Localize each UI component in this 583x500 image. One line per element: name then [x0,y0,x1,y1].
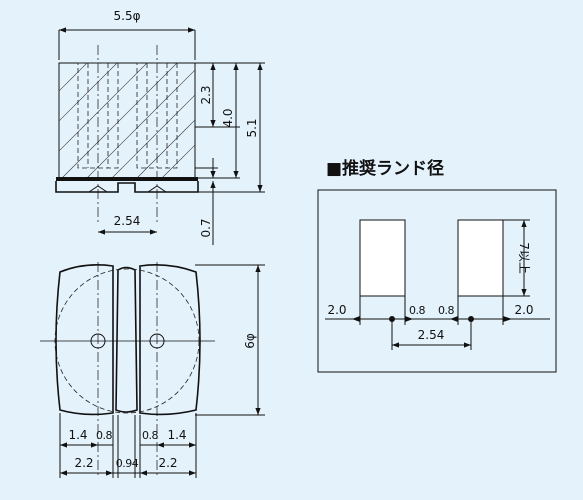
land-pattern: ■推奨ランド径 7以上 2.0 0.8 0.8 2.0 2.54 [317,158,557,373]
bottom-center-part [115,266,138,413]
inner-left-label: 0.8 [409,304,425,317]
land-pad-right [457,219,504,297]
hidden-pin-right [136,62,178,169]
dim-total-height: 5.1 [245,118,259,137]
hidden-pin-left [77,62,119,169]
front-diameter-label: 5.5φ [114,9,141,23]
bottom-right-body [139,264,201,416]
terminal-right [147,185,167,193]
bottom-left-body [55,264,114,416]
dim-base-gap: 0.7 [199,218,213,237]
right-width-label: 1.4 [167,428,186,442]
left-total-label: 2.2 [74,456,93,470]
land-pad-left [359,219,406,297]
body-hatching [59,63,195,178]
front-pitch-label: 2.54 [114,214,141,228]
base-plate [56,177,198,181]
pad-center-right [468,316,474,322]
pin-hole-left [90,333,106,349]
land-pattern-title: ■推奨ランド径 [326,158,444,179]
left-gap-label: 0.8 [96,429,112,442]
dim-top-height: 2.3 [199,85,213,104]
pin-hole-right [149,333,165,349]
bottom-view: 6φ 1.4 0.8 0.8 1.4 2.2 0.94 2.2 [40,262,265,478]
front-view: 5.5φ [55,9,265,245]
bottom-diameter-label: 6φ [243,333,257,349]
outer-left-label: 2.0 [327,303,346,317]
right-gap-label: 0.8 [142,429,158,442]
terminal-left [88,185,108,193]
base-outline [55,181,199,193]
pad-center-left [389,316,395,322]
inner-right-label: 0.8 [438,304,454,317]
pad-length-label: 7以上 [517,242,531,274]
dim-mid-height: 4.0 [221,108,235,127]
land-pitch-label: 2.54 [418,328,445,342]
left-width-label: 1.4 [68,428,87,442]
right-total-label: 2.2 [158,456,177,470]
outer-right-label: 2.0 [514,303,533,317]
center-width-label: 0.94 [116,457,139,470]
